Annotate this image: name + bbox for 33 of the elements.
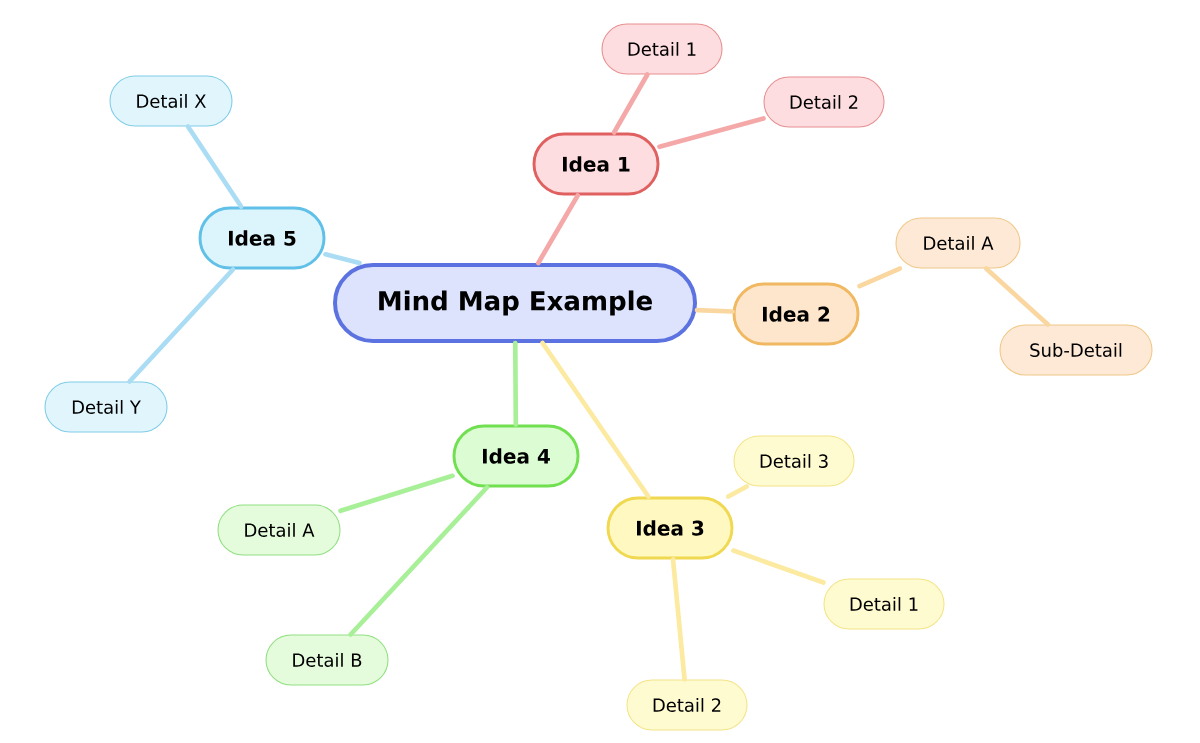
connector-line	[670, 557, 687, 682]
idea-box: Idea 4	[452, 424, 580, 488]
connector-line	[657, 116, 766, 150]
connector-line	[512, 340, 519, 427]
idea-box: Idea 1	[532, 132, 660, 196]
connector-line	[338, 473, 455, 514]
connector-line	[540, 340, 651, 499]
connector-line	[323, 251, 362, 266]
detail-box: Detail 1	[601, 23, 723, 75]
connector-line	[348, 485, 490, 637]
detail-box: Detail A	[895, 217, 1021, 269]
connector-line	[127, 267, 236, 384]
idea-box: Idea 5	[198, 206, 326, 270]
idea-box: Idea 2	[732, 282, 860, 346]
connector-line	[731, 548, 826, 585]
detail-box: Detail X	[109, 75, 233, 127]
connector-line	[694, 307, 735, 314]
connector-line	[725, 484, 750, 499]
detail-box: Detail 3	[733, 435, 855, 487]
detail-box: Detail 1	[823, 578, 945, 630]
connector-line	[535, 193, 581, 266]
central-topic-box: Mind Map Example	[333, 263, 697, 343]
detail-box: Detail 2	[763, 76, 885, 128]
detail-box: Detail Y	[44, 381, 168, 433]
connector-line	[185, 124, 244, 209]
detail-box: Detail B	[265, 634, 389, 686]
idea-box: Idea 3	[606, 496, 734, 560]
detail-box: Sub-Detail	[999, 324, 1153, 376]
detail-box: Detail A	[217, 504, 341, 556]
connector-line	[857, 266, 903, 289]
connector-line	[983, 266, 1051, 327]
connector-line	[611, 72, 650, 135]
detail-box: Detail 2	[626, 679, 748, 731]
